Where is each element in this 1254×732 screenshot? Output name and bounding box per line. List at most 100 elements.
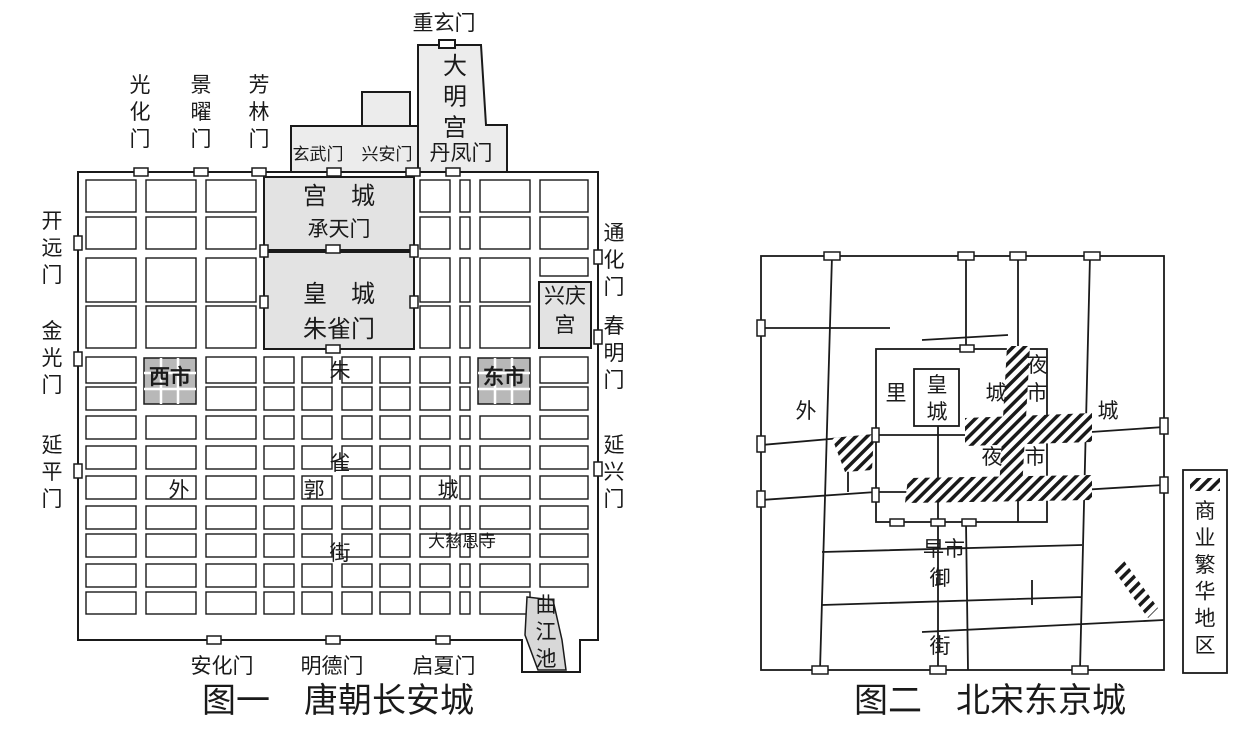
west-market-label: 西市	[149, 364, 191, 389]
ward-block	[459, 445, 471, 470]
ward-block	[539, 533, 589, 558]
ward-block	[539, 563, 589, 588]
fig2-street-char-2: 街	[930, 634, 951, 658]
ward-block	[145, 305, 197, 349]
ward-block	[263, 415, 295, 440]
fig1-markets	[143, 357, 531, 405]
ward-block	[419, 179, 451, 213]
legend-hatch-swatch	[1190, 478, 1220, 491]
ward-block	[539, 505, 589, 530]
ward-block	[479, 179, 531, 213]
ward-block	[419, 386, 451, 411]
ward-block	[85, 356, 137, 384]
ward-block	[419, 505, 451, 530]
outer-city-char-3: 城	[438, 478, 459, 502]
ward-block	[341, 591, 373, 615]
ward-block	[459, 356, 471, 384]
ward-block	[205, 415, 257, 440]
ward-block	[539, 386, 589, 411]
ward-block	[539, 415, 589, 440]
ward-block	[263, 475, 295, 500]
ward-block	[85, 533, 137, 558]
ward-grid	[85, 179, 589, 615]
ward-block	[85, 445, 137, 470]
gate-yanxing-label: 延兴门	[604, 433, 625, 511]
gate-kaiyuan-label: 开远门	[42, 209, 63, 287]
ward-block	[301, 563, 333, 588]
ward-block	[459, 533, 471, 558]
zhuque-street-char-2: 雀	[330, 451, 351, 475]
ward-block	[379, 563, 411, 588]
ward-block	[205, 533, 257, 558]
gate-danfeng-label: 丹凤门	[430, 141, 493, 165]
gate-jingyao-label: 景曜门	[191, 73, 212, 151]
ward-block	[145, 533, 197, 558]
zhuque-street-char-3: 街	[330, 541, 351, 565]
ward-block	[419, 475, 451, 500]
gate-xuanwu-label: 玄武门	[293, 145, 344, 165]
ward-block	[379, 386, 411, 411]
ward-block	[85, 563, 137, 588]
ward-block	[419, 563, 451, 588]
qujiang-pool	[524, 596, 567, 671]
fig2-caption: 图二 北宋东京城	[854, 681, 1126, 721]
ward-block	[479, 533, 531, 558]
ward-block	[419, 305, 451, 349]
ward-block	[419, 533, 451, 558]
ward-block	[459, 216, 471, 250]
ward-block	[539, 356, 589, 384]
north-small-block	[361, 91, 411, 127]
imperial-city-label: 皇 城	[303, 280, 375, 308]
ward-block	[85, 305, 137, 349]
fig2-morning-market: 早市	[923, 537, 965, 561]
ward-block	[205, 356, 257, 384]
xingqing-palace-label-1: 兴庆	[544, 284, 586, 308]
east-market-label: 东市	[483, 364, 525, 389]
fig2-streets	[760, 255, 1165, 671]
ward-block	[539, 179, 589, 213]
ward-block	[85, 591, 137, 615]
west-market	[143, 357, 197, 405]
ward-block	[85, 475, 137, 500]
ward-block	[459, 386, 471, 411]
ward-block	[205, 505, 257, 530]
qujiang-pool-label: 曲江池	[536, 593, 557, 671]
ward-block	[145, 216, 197, 250]
xinan-block	[290, 125, 419, 173]
ward-block	[379, 591, 411, 615]
ward-block	[539, 475, 589, 500]
ward-block	[145, 563, 197, 588]
ward-block	[301, 591, 333, 615]
ward-block	[145, 179, 197, 213]
ward-block	[479, 257, 531, 303]
ward-block	[341, 505, 373, 530]
ward-block	[379, 505, 411, 530]
xingqing-palace	[538, 281, 592, 349]
ward-block	[205, 305, 257, 349]
ward-block	[379, 415, 411, 440]
ward-block	[341, 475, 373, 500]
ward-block	[205, 179, 257, 213]
fig2-night-market-2b: 市	[1025, 445, 1046, 469]
gate-yanping-label: 延平门	[42, 433, 63, 511]
ward-block	[419, 356, 451, 384]
ward-block	[341, 356, 373, 384]
ward-block	[419, 216, 451, 250]
gate-chongxuan-label: 重玄门	[413, 11, 476, 35]
ward-block	[539, 257, 589, 277]
ward-block	[263, 386, 295, 411]
ward-block	[301, 356, 333, 384]
ward-block	[301, 505, 333, 530]
gate-zhuque-label: 朱雀门	[303, 315, 375, 343]
fig2-outer-char-2: 城	[1098, 399, 1119, 423]
ward-block	[379, 356, 411, 384]
ward-block	[205, 475, 257, 500]
zhuque-street-char-1: 朱	[330, 359, 351, 383]
ward-block	[419, 415, 451, 440]
ward-block	[85, 505, 137, 530]
dayan-temple-label: 大慈恩寺	[428, 532, 496, 552]
gate-chunming-label: 春明门	[604, 314, 625, 392]
ward-block	[341, 415, 373, 440]
ward-block	[263, 591, 295, 615]
ward-block	[479, 415, 531, 440]
